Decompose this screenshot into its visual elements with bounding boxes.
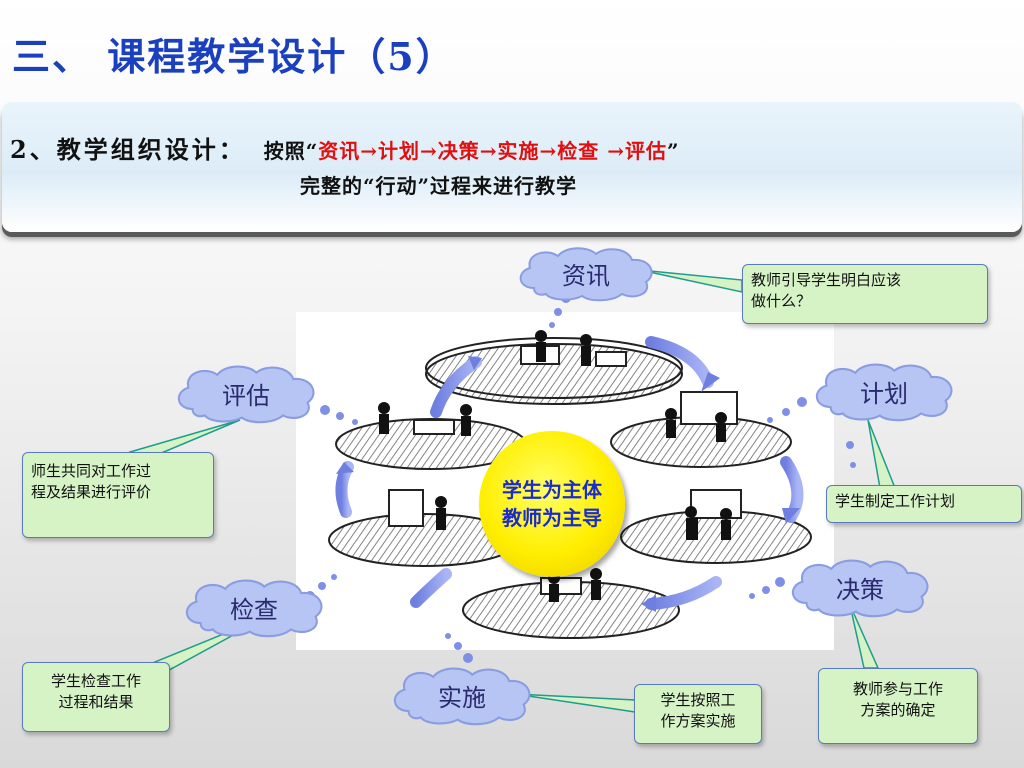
cloud-step-jihua: 计划 <box>808 360 960 422</box>
header-label: 2、教学组织设计： <box>10 135 246 164</box>
slide-title: 三、 课程教学设计（5） <box>12 34 456 79</box>
cloud-step-zixun: 资讯 <box>512 244 660 302</box>
cloud-label-jiancha: 检查 <box>230 595 278 624</box>
callout-shishi-line-2: 作方案实施 <box>660 712 736 730</box>
center-line-1: 学生为主体 <box>502 478 602 502</box>
callout-jihua-line-1: 学生制定工作计划 <box>835 492 956 510</box>
callout-pinggu: 师生共同对工作过 程及结果进行评价 <box>22 452 214 538</box>
callout-pinggu-line-1: 师生共同对工作过 <box>31 462 152 480</box>
callout-shishi: 学生按照工 作方案实施 <box>634 684 762 744</box>
callout-zixun-line-1: 教师引导学生明白应该 <box>751 271 902 289</box>
cloud-label-shishi: 实施 <box>438 683 486 712</box>
cloud-shape <box>185 579 323 638</box>
cloud-shape <box>177 365 315 424</box>
callout-pinggu-line-2: 程及结果进行评价 <box>31 483 152 501</box>
callout-zixun: 教师引导学生明白应该 做什么？ <box>742 264 988 324</box>
cloud-step-juece: 决策 <box>784 556 936 618</box>
workflow-illustration-graphic <box>328 330 812 639</box>
cloud-shape <box>815 363 953 422</box>
header-line-1: 2、教学组织设计： 按照“资讯→计划→决策→实施→检查 →评估” <box>10 130 680 165</box>
callout-juece-line-2: 方案的确定 <box>860 701 936 719</box>
header-steps: 资讯→计划→决策→实施→检查 →评估 <box>318 139 667 163</box>
header-box <box>2 102 1022 232</box>
callout-jiancha-line-1: 学生检查工作 <box>50 672 141 690</box>
workflow-illustration <box>296 312 834 650</box>
cloud-label-jihua: 计划 <box>860 379 908 408</box>
callout-jiancha: 学生检查工作 过程和结果 <box>22 662 170 732</box>
cloud-label-juece: 决策 <box>836 575 884 604</box>
cloud-step-shishi: 实施 <box>386 664 538 726</box>
callout-jiancha-line-2: 过程和结果 <box>58 693 134 711</box>
callout-juece: 教师参与工作 方案的确定 <box>818 668 978 744</box>
cloud-label-pinggu: 评估 <box>222 381 270 410</box>
header-text-suffix: ” <box>666 139 680 163</box>
bubble-dots <box>305 293 856 663</box>
callout-zixun-line-2: 做什么？ <box>751 292 812 310</box>
cloud-shape <box>393 667 531 726</box>
cloud-step-pinggu: 评估 <box>170 362 322 424</box>
center-line-2: 教师为主导 <box>502 506 602 530</box>
header-line-2: 完整的“行动”过程来进行教学 <box>300 174 578 198</box>
callout-juece-line-1: 教师参与工作 <box>852 680 943 698</box>
cloud-shape <box>791 559 929 618</box>
center-circle: 学生为主体 教师为主导 <box>479 431 625 577</box>
cloud-step-jiancha: 检查 <box>178 576 330 638</box>
callout-jihua: 学生制定工作计划 <box>826 485 1022 523</box>
callout-shishi-line-1: 学生按照工 <box>660 691 736 709</box>
cloud-label-zixun: 资讯 <box>562 261 610 290</box>
header-text-prefix: 按照“ <box>263 139 319 163</box>
cloud-shape <box>519 247 653 302</box>
